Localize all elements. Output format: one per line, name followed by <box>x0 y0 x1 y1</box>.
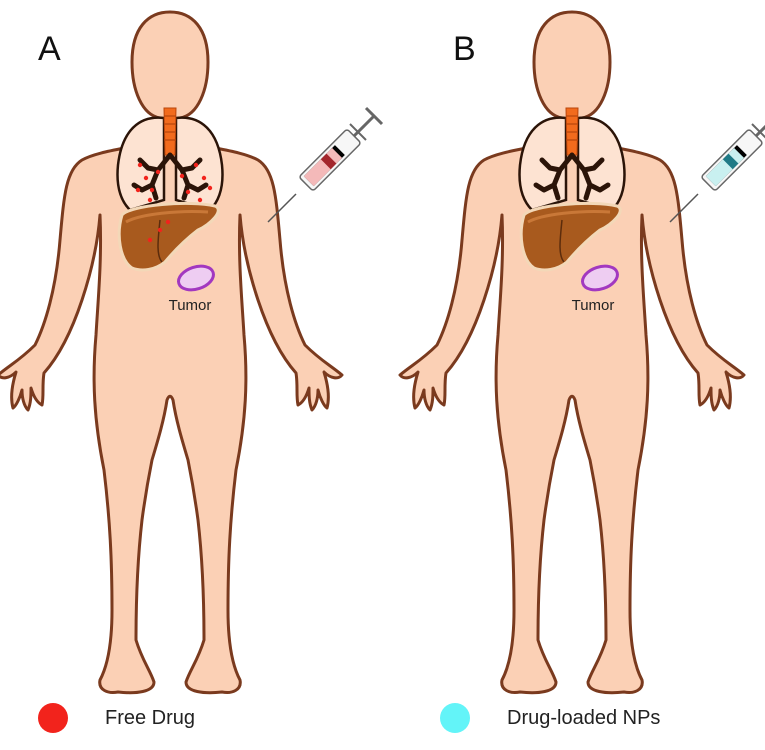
syringe-a <box>268 108 382 222</box>
body-silhouette-a <box>0 12 342 693</box>
drug-particle <box>194 163 198 167</box>
legend-label-free-drug: Free Drug <box>105 707 195 730</box>
drug-particle <box>138 163 142 167</box>
legend-item-drug-loaded-nps: Drug-loaded NPs <box>440 703 660 733</box>
drug-particle <box>148 198 152 202</box>
drug-particle <box>158 228 162 232</box>
drug-particle <box>186 190 190 194</box>
panel-b: B Tumor <box>400 12 765 693</box>
nps-swatch <box>440 703 470 733</box>
free-drug-swatch <box>38 703 68 733</box>
drug-particle <box>166 220 170 224</box>
panel-a-letter: A <box>38 30 61 68</box>
drug-particle <box>148 238 152 242</box>
legend-label-drug-loaded-nps: Drug-loaded NPs <box>507 707 660 730</box>
drug-particle <box>136 188 140 192</box>
tumor-label-a: Tumor <box>169 297 212 314</box>
drug-particle <box>156 170 160 174</box>
tumor-label-b: Tumor <box>572 297 615 314</box>
panel-a: A Tumor <box>0 12 382 693</box>
drug-particle <box>144 176 148 180</box>
syringe-b <box>670 108 765 222</box>
drug-particle <box>202 176 206 180</box>
drug-particle <box>150 188 154 192</box>
body-silhouette-b <box>400 12 744 693</box>
human-figure-b <box>400 12 744 693</box>
human-figure-a <box>0 12 342 693</box>
panel-b-letter: B <box>453 30 476 68</box>
drug-particle <box>198 198 202 202</box>
drug-particle <box>208 186 212 190</box>
drug-particle <box>180 174 184 178</box>
legend-item-free-drug: Free Drug <box>38 703 195 733</box>
